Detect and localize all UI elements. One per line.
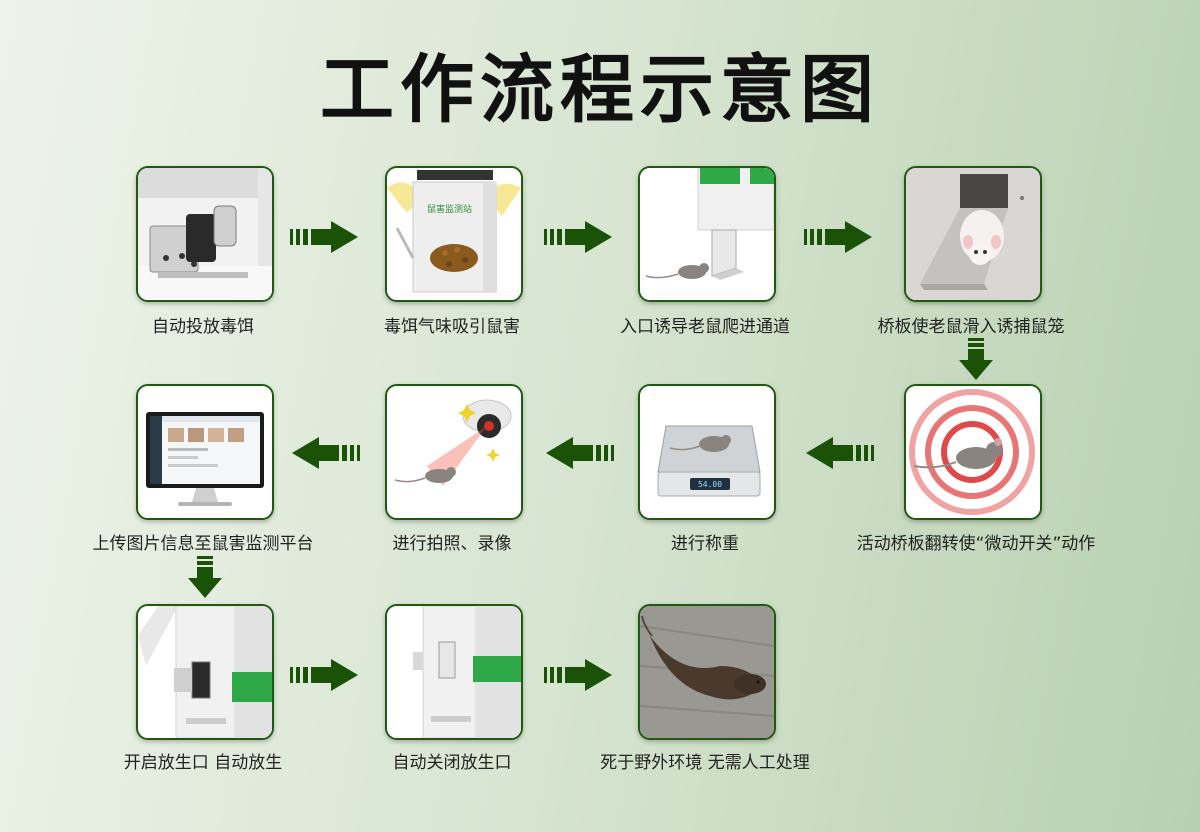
step-label-9: 开启放生口 自动放生 — [123, 753, 283, 773]
step-label-6: 进行称重 — [671, 534, 739, 554]
arrow-left-icon — [546, 437, 614, 469]
step-label-10: 自动关闭放生口 — [392, 753, 512, 773]
step-card-7 — [385, 384, 523, 520]
step-card-5 — [904, 384, 1042, 520]
micro-switch-icon — [906, 386, 1040, 518]
step-card-11 — [638, 604, 776, 740]
arrow-down-icon — [959, 338, 993, 380]
step-card-3 — [638, 166, 776, 302]
step-label-5: 活动桥板翻转使“微动开关”动作 — [856, 534, 1096, 554]
release-door-open-icon — [138, 606, 272, 738]
step-label-7: 进行拍照、录像 — [392, 534, 512, 554]
bait-dispenser-icon — [138, 168, 272, 300]
monitor-platform-icon — [138, 386, 272, 518]
arrow-down-icon — [188, 556, 222, 598]
bait-station-icon: 鼠害监测站 — [387, 168, 521, 300]
dead-rat-icon — [640, 606, 774, 738]
step-label-8: 上传图片信息至鼠害监测平台 — [92, 534, 314, 554]
step-card-2: 鼠害监测站 — [385, 166, 523, 302]
step-card-10 — [385, 604, 523, 740]
arrow-right-icon — [544, 221, 612, 253]
arrow-right-icon — [290, 221, 358, 253]
step-card-1 — [136, 166, 274, 302]
camera-icon — [387, 386, 521, 518]
step-card-9 — [136, 604, 274, 740]
step-label-1: 自动投放毒饵 — [152, 317, 254, 337]
entry-channel-icon — [640, 168, 774, 300]
step-label-3: 入口诱导老鼠爬进通道 — [620, 317, 790, 337]
device-label: 鼠害监测站 — [427, 203, 472, 215]
step-card-8 — [136, 384, 274, 520]
weighing-scale-icon: 54.00 — [640, 386, 774, 518]
step-card-6: 54.00 — [638, 384, 776, 520]
step-label-4: 桥板使老鼠滑入诱捕鼠笼 — [877, 317, 1065, 337]
arrow-right-icon — [544, 659, 612, 691]
step-label-11: 死于野外环境 无需人工处理 — [600, 753, 810, 773]
arrow-left-icon — [292, 437, 360, 469]
arrow-right-icon — [290, 659, 358, 691]
bridge-plate-icon — [906, 168, 1040, 300]
arrow-right-icon — [804, 221, 872, 253]
step-card-4 — [904, 166, 1042, 302]
step-label-2: 毒饵气味吸引鼠害 — [384, 317, 520, 337]
release-door-closed-icon — [387, 606, 521, 738]
scale-reading: 54.00 — [698, 480, 722, 489]
arrow-left-icon — [806, 437, 874, 469]
page-title: 工作流程示意图 — [320, 47, 880, 133]
